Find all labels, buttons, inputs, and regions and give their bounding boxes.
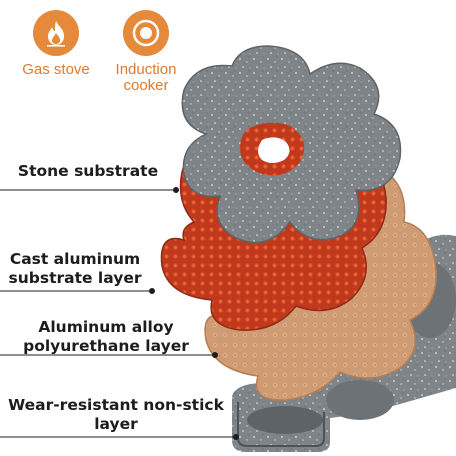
feature-label: Gas stove [22, 61, 90, 78]
callout-polyurethane: Aluminum alloy polyurethane layer [23, 318, 189, 355]
callout-non-stick: Wear-resistant non-stick layer [8, 396, 224, 433]
induction-coil-icon [123, 10, 169, 56]
callout-stone-substrate: Stone substrate [17, 162, 159, 180]
feature-gas-stove: Gas stove [14, 10, 98, 78]
feature-label: Induction cooker [115, 61, 177, 94]
stone-substrate-layer [181, 45, 402, 244]
feature-induction-cooker: Induction cooker [104, 10, 188, 94]
callout-cast-aluminum: Cast aluminum substrate layer [8, 250, 142, 287]
flame-icon [33, 10, 79, 56]
leader-lines [0, 187, 239, 440]
